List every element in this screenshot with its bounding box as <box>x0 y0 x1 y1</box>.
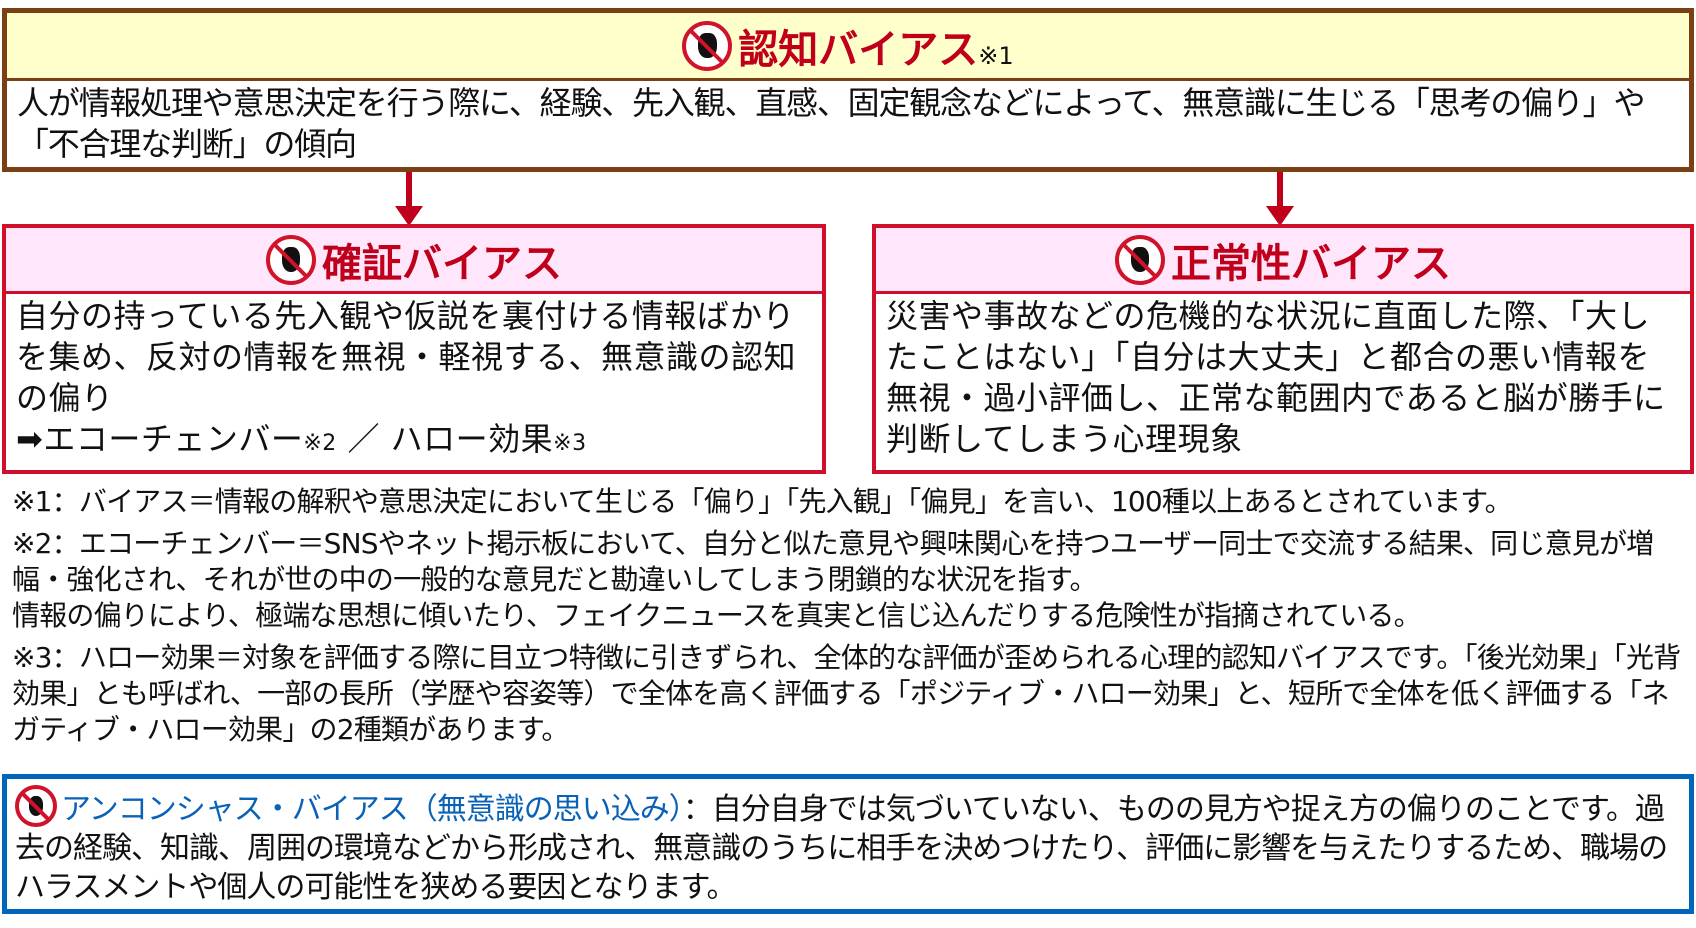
footnote-2: ※2：エコーチェンバー＝SNSやネット掲示板において、自分と似た意見や興味関心を… <box>12 527 1654 596</box>
confirmation-bias-box: 確証バイアス 自分の持っている先入観や仮説を裏付ける情報ばかりを集め、反対の情報… <box>2 224 826 474</box>
normalcy-bias-description: 災害や事故などの危機的な状況に直面した際、「大したことはない」「自分は大丈夫」と… <box>886 297 1666 458</box>
stop-hand-icon <box>266 234 316 285</box>
confirmation-bias-header: 確証バイアス <box>6 228 822 294</box>
halo-effect-label: ハロー効果 <box>390 420 554 458</box>
stop-hand-icon <box>682 20 733 71</box>
separator: ／ <box>336 420 391 458</box>
cognitive-bias-description: 人が情報処理や意思決定を行う際に、経験、先入観、直感、固定観念などによって、無意… <box>17 84 1645 163</box>
stop-hand-icon <box>15 785 57 827</box>
unconscious-bias-description: ：自分自身では気づいていない、ものの見方や捉え方の偏りのことです。過去の経験、知… <box>15 792 1668 905</box>
normalcy-bias-title: 正常性バイアス <box>1171 240 1451 287</box>
related-terms: ➡エコーチェンバー※2 ／ ハロー効果※3 <box>16 419 812 464</box>
cognitive-bias-header: 認知バイアス ※1 <box>7 13 1689 81</box>
normalcy-bias-header: 正常性バイアス <box>876 228 1690 294</box>
footnote-1: ※1：バイアス＝情報の解釈や意思決定において生じる「偏り」「先入観」「偏見」を言… <box>12 485 1513 518</box>
note-mark-1: ※1 <box>978 42 1014 70</box>
confirmation-bias-title: 確証バイアス <box>322 240 562 287</box>
note-mark-3: ※3 <box>553 431 587 456</box>
stop-hand-icon <box>1115 234 1165 285</box>
footnote-2-continued: 情報の偏りにより、極端な思想に傾いたり、フェイクニュースを真実と信じ込んだりする… <box>12 599 1422 632</box>
confirmation-bias-description: 自分の持っている先入観や仮説を裏付ける情報ばかりを集め、反対の情報を無視・軽視す… <box>16 297 797 417</box>
unconscious-bias-box: アンコンシャス・バイアス（無意識の思い込み）：自分自身では気づいていない、ものの… <box>2 774 1694 914</box>
footnote-3: ※3：ハロー効果＝対象を評価する際に目立つ特徴に引きずられ、全体的な評価が歪めら… <box>12 641 1681 746</box>
note-mark-2: ※2 <box>303 431 337 456</box>
footnotes: ※1：バイアス＝情報の解釈や意思決定において生じる「偏り」「先入観」「偏見」を言… <box>12 484 1692 754</box>
echo-chamber-label: ➡エコーチェンバー <box>16 420 304 458</box>
arrow-down-icon <box>395 172 423 226</box>
unconscious-bias-term: アンコンシャス・バイアス（無意識の思い込み） <box>61 792 684 827</box>
normalcy-bias-box: 正常性バイアス 災害や事故などの危機的な状況に直面した際、「大したことはない」「… <box>872 224 1694 474</box>
arrow-down-icon <box>1266 172 1294 226</box>
cognitive-bias-title: 認知バイアス <box>738 26 979 73</box>
cognitive-bias-box: 認知バイアス ※1 人が情報処理や意思決定を行う際に、経験、先入観、直感、固定観… <box>2 8 1694 172</box>
